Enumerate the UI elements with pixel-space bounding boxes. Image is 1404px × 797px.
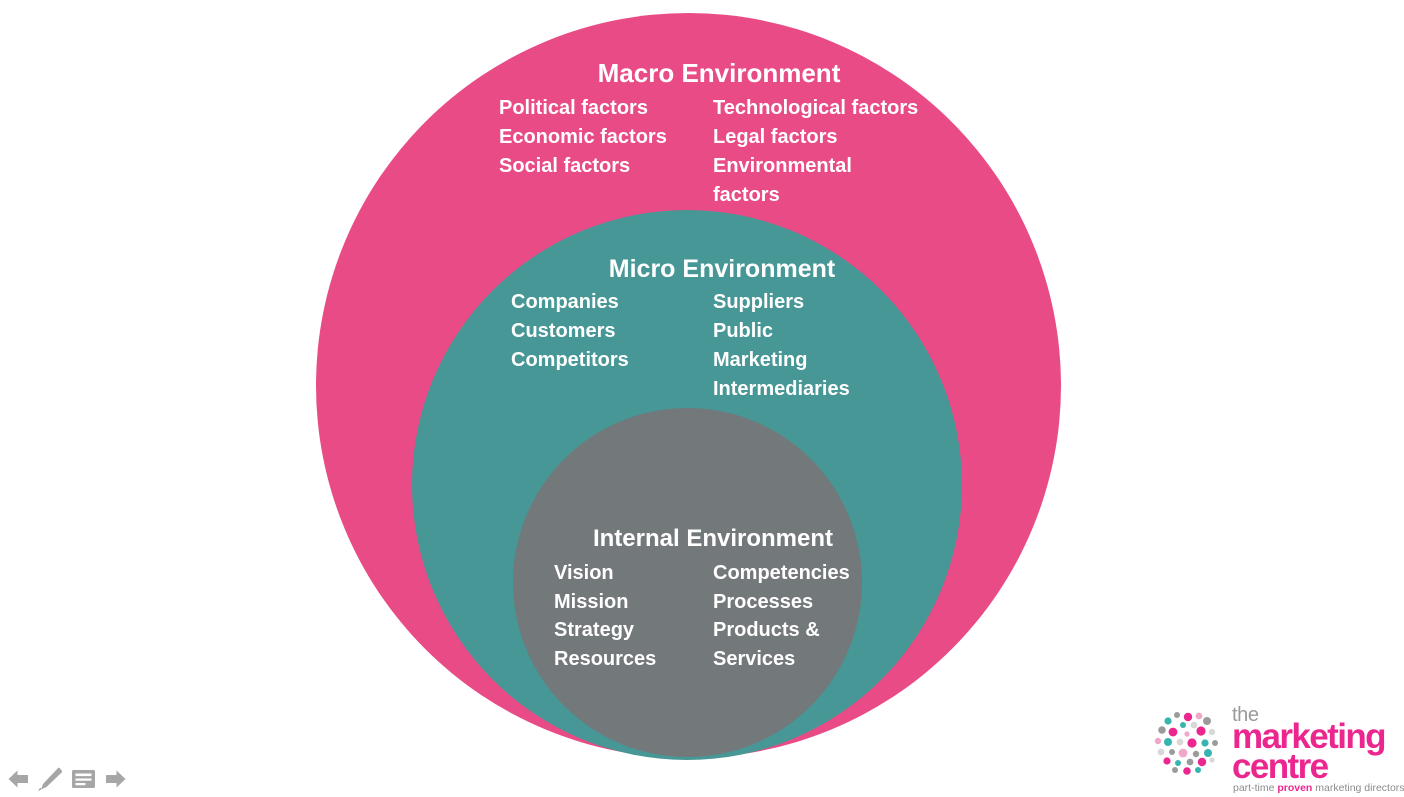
internal-item-resources: Resources — [554, 647, 657, 670]
logo-tagline: part-time proven marketing directors — [1233, 782, 1404, 794]
right-arrow-icon[interactable] — [103, 767, 128, 791]
micro-item-customers: Customers — [511, 320, 616, 342]
internal-environment-title: Internal Environment — [592, 525, 834, 552]
macro-environment-title: Macro Environment — [597, 58, 841, 88]
logo-text-the: the — [1232, 704, 1259, 726]
logo-text-marketing: marketing — [1232, 717, 1386, 756]
internal-right-column: Competencies Processes Products & Servic… — [713, 559, 873, 673]
macro-environment-content: Macro Environment Political factors Econ… — [499, 58, 969, 210]
internal-environment-circle — [513, 408, 862, 757]
micro-item-companies: Companies — [511, 291, 619, 313]
pencil-icon[interactable] — [37, 766, 64, 792]
macro-item-political: Political factors — [499, 97, 648, 119]
macro-left-column: Political factors Economic factors Socia… — [499, 94, 713, 181]
macro-item-legal: Legal factors — [713, 126, 838, 148]
internal-item-mission: Mission — [554, 590, 629, 613]
notes-icon[interactable] — [70, 767, 97, 791]
micro-item-suppliers: Suppliers — [713, 291, 805, 313]
internal-environment-content: Internal Environment Vision Mission Stra… — [554, 525, 874, 673]
internal-columns: Vision Mission Strategy Resources Compet… — [554, 559, 874, 673]
left-arrow-icon[interactable] — [6, 767, 31, 791]
internal-item-processes: Processes — [713, 590, 814, 613]
logo-tagline-accent: proven — [1277, 782, 1313, 794]
macro-right-column: Technological factors Legal factors Envi… — [713, 94, 933, 210]
macro-columns: Political factors Economic factors Socia… — [499, 94, 969, 210]
micro-environment-title: Micro Environment — [608, 255, 836, 283]
macro-item-social: Social factors — [499, 155, 631, 177]
logo-dot-cluster-icon — [1154, 712, 1218, 775]
macro-item-technological: Technological factors — [713, 97, 919, 119]
macro-item-economic: Economic factors — [499, 126, 667, 148]
micro-left-column: Companies Customers Competitors — [511, 288, 713, 375]
micro-environment-content: Micro Environment Companies Customers Co… — [511, 255, 941, 404]
micro-right-column: Suppliers Public Marketing Intermediarie… — [713, 288, 913, 404]
micro-item-competitors: Competitors — [511, 349, 629, 371]
internal-item-strategy: Strategy — [554, 619, 635, 641]
slide-navigation-toolbar[interactable] — [6, 766, 128, 792]
internal-left-column: Vision Mission Strategy Resources — [554, 559, 713, 673]
micro-item-public: Public — [713, 320, 774, 342]
micro-columns: Companies Customers Competitors Supplier… — [511, 288, 941, 404]
logo-tagline-pre: part-time — [1233, 782, 1278, 794]
logo-tagline-post: marketing directors — [1312, 782, 1404, 794]
marketing-centre-logo: the marketing centre part-time proven ma… — [1150, 700, 1404, 795]
internal-item-vision: Vision — [554, 562, 614, 584]
logo-text-centre: centre — [1232, 747, 1329, 786]
internal-item-competencies: Competencies — [713, 562, 850, 584]
macro-item-environmental: Environmental factors — [713, 155, 852, 206]
logo-wordmark: the marketing centre part-time proven ma… — [1232, 700, 1404, 795]
micro-item-marketing-intermediaries: Marketing Intermediaries — [713, 349, 850, 400]
internal-item-products-services: Products & Services — [713, 619, 820, 670]
